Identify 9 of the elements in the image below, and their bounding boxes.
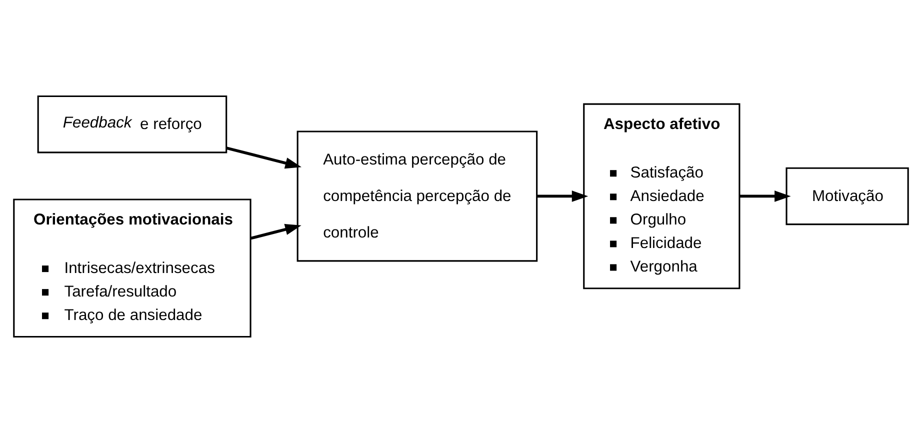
arrow xyxy=(536,190,588,202)
node-box: Motivação xyxy=(786,166,909,225)
node-box: Feedback e reforço xyxy=(37,94,228,153)
node-box: Aspecto afetivo Satisfação Ansiedade Orgulho Felicidade Vergonha xyxy=(583,102,740,289)
arrow xyxy=(740,190,791,202)
node-box: Auto-estima percepção de competência percepção de controle xyxy=(296,130,538,262)
node-box: Orientações motivacionais Intrisecas/extrinsecas Tarefa/resultado Traço de ansiedade xyxy=(13,198,252,338)
arrow xyxy=(226,146,302,168)
arrow xyxy=(250,223,302,240)
